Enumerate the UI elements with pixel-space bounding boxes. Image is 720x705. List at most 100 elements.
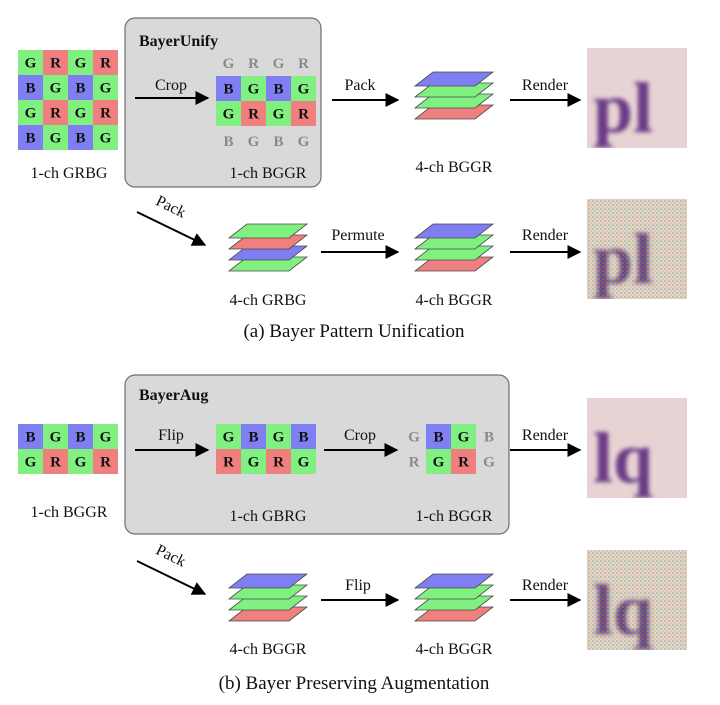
bayer-cell-letter: B bbox=[248, 430, 258, 446]
b-render-image-2: lq bbox=[587, 550, 687, 650]
b-alt-flipped-label: 4-ch BGGR bbox=[416, 641, 493, 658]
a-pack-label: Pack bbox=[344, 77, 375, 94]
bayer-cell bbox=[266, 101, 291, 126]
bayer-cell-letter: B bbox=[298, 430, 308, 446]
bayer-cell-letter: R bbox=[298, 107, 309, 123]
b-flip-out-label: 1-ch GBRG bbox=[230, 508, 307, 525]
bayer-cell bbox=[426, 424, 451, 449]
bayer-cell-letter: R bbox=[100, 455, 111, 471]
bayer-cell bbox=[291, 76, 316, 101]
b-alt-pack-label: Pack bbox=[153, 542, 188, 571]
bayer-cell-letter: G bbox=[223, 430, 235, 446]
bayer-cell-letter: B bbox=[273, 82, 283, 98]
bayer-cell bbox=[68, 449, 93, 474]
bayer-cell bbox=[266, 424, 291, 449]
a-alt-pack-label: Pack bbox=[153, 193, 188, 222]
bayer-cell bbox=[93, 75, 118, 100]
bayer-cell bbox=[291, 101, 316, 126]
b-input-label: 1-ch BGGR bbox=[31, 504, 108, 521]
bayer-cell bbox=[266, 449, 291, 474]
bayer-cell bbox=[216, 424, 241, 449]
bayer-cell bbox=[451, 449, 476, 474]
cropped-away-letter: R bbox=[248, 56, 259, 72]
bayer-cell-letter: G bbox=[458, 430, 470, 446]
bayer-cell-letter: G bbox=[50, 81, 62, 97]
bayer-cell bbox=[241, 76, 266, 101]
bayer-cell bbox=[291, 424, 316, 449]
bayer-cell-letter: B bbox=[75, 430, 85, 446]
a-crop-label: Crop bbox=[155, 77, 187, 94]
bayer-cell-letter: G bbox=[50, 131, 62, 147]
cropped-away-letter: G bbox=[248, 134, 260, 150]
bayer-cell-letter: B bbox=[75, 81, 85, 97]
diagonal-arrow-icon bbox=[136, 560, 207, 595]
bayer-cell bbox=[451, 424, 476, 449]
bayer-cell-letter: B bbox=[25, 430, 35, 446]
channel-plane bbox=[227, 573, 309, 589]
cropped-away-letter: B bbox=[273, 134, 283, 150]
b-render-label: Render bbox=[522, 427, 569, 444]
stacked-layers-icon bbox=[413, 71, 495, 120]
bayer-cell bbox=[216, 101, 241, 126]
stacked-layers-icon bbox=[227, 573, 309, 622]
bayer-cell bbox=[43, 449, 68, 474]
bayer-cell bbox=[43, 50, 68, 75]
render-thumbnail-text: lq bbox=[593, 418, 653, 498]
a-alt-packed-label: 4-ch GRBG bbox=[230, 292, 307, 309]
render-thumbnail-bg bbox=[587, 398, 687, 498]
bayer-cell-letter: G bbox=[298, 82, 310, 98]
bayer-cell bbox=[68, 75, 93, 100]
bayer-cell bbox=[266, 76, 291, 101]
bayer-cell bbox=[68, 125, 93, 150]
stacked-layers-icon bbox=[227, 223, 309, 272]
render-thumbnail-text: pl bbox=[593, 68, 653, 148]
b-crop-out-label: 1-ch BGGR bbox=[416, 508, 493, 525]
cropped-away-letter: G bbox=[223, 56, 235, 72]
b-alt-flip-label: Flip bbox=[345, 577, 371, 594]
a-packed-label: 4-ch BGGR bbox=[416, 159, 493, 176]
bayer-cell bbox=[241, 101, 266, 126]
bayer-cell-letter: G bbox=[75, 56, 87, 72]
bayer-cell bbox=[68, 50, 93, 75]
bayer-cell-letter: G bbox=[298, 455, 310, 471]
demosaic-artifact-overlay bbox=[587, 199, 687, 299]
bayer-cell-letter: G bbox=[100, 81, 112, 97]
bayer-cell-letter: R bbox=[50, 455, 61, 471]
a-input-label: 1-ch GRBG bbox=[31, 165, 108, 182]
bayer-cell-letter: B bbox=[25, 81, 35, 97]
bayer-cell bbox=[93, 50, 118, 75]
bayer-cell-letter: G bbox=[75, 455, 87, 471]
bayer-cell bbox=[426, 449, 451, 474]
cropped-away-letter: B bbox=[223, 134, 233, 150]
bayer-cell bbox=[43, 100, 68, 125]
bayer-cell-letter: R bbox=[100, 56, 111, 72]
bayer-cell bbox=[93, 100, 118, 125]
bayer-cell-letter: G bbox=[433, 455, 445, 471]
bayeraug-box bbox=[124, 374, 510, 535]
bayer-cell bbox=[216, 76, 241, 101]
cropped-away-letter: R bbox=[298, 56, 309, 72]
cropped-away-letter: G bbox=[408, 430, 420, 446]
b-flip-label: Flip bbox=[158, 427, 184, 444]
bayer-cell-letter: G bbox=[248, 82, 260, 98]
bayer-cell-letter: G bbox=[100, 131, 112, 147]
cropped-away-letter: B bbox=[484, 430, 494, 446]
bayer-cell bbox=[241, 449, 266, 474]
bayer-cell-letter: B bbox=[75, 131, 85, 147]
bayer-cell-letter: R bbox=[458, 455, 469, 471]
channel-plane bbox=[413, 223, 495, 239]
bayer-cell bbox=[43, 75, 68, 100]
b-alt-packed-label: 4-ch BGGR bbox=[230, 641, 307, 658]
b-alt-render-label: Render bbox=[522, 577, 569, 594]
channel-plane bbox=[413, 573, 495, 589]
cropped-away-letter: G bbox=[298, 134, 310, 150]
bayeraug-title: BayerAug bbox=[139, 387, 208, 404]
stacked-layers-icon bbox=[413, 573, 495, 622]
bayer-cell bbox=[68, 100, 93, 125]
bayer-cell-letter: G bbox=[273, 107, 285, 123]
bayer-cell-letter: G bbox=[50, 430, 62, 446]
